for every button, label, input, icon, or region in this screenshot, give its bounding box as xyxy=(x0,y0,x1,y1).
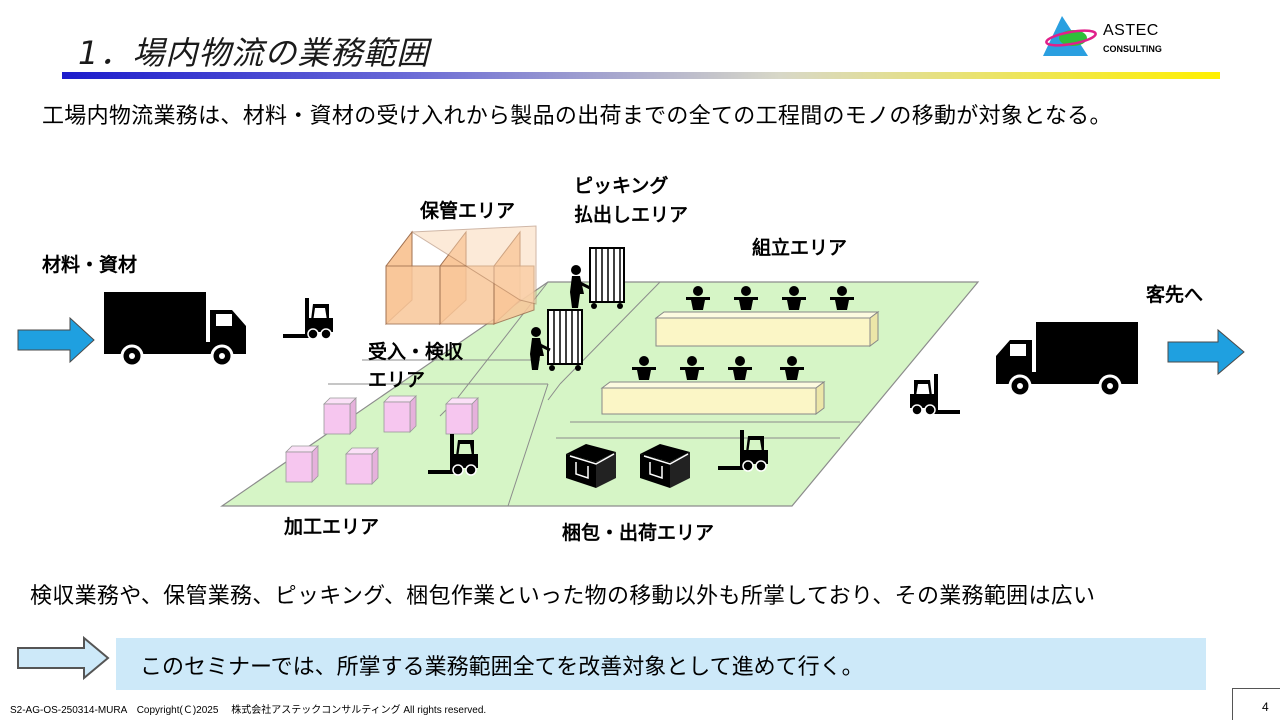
picking-area-label-line1: ピッキング xyxy=(574,175,669,197)
picking-cart-upper xyxy=(589,247,625,310)
page-number-box xyxy=(1232,688,1280,720)
summary-text: 検収業務や、保管業務、ピッキング、梱包作業といった物の移動以外も所掌しており、そ… xyxy=(30,584,1096,609)
packing-area-label: 梱包・出荷エリア xyxy=(562,522,715,544)
receiving-area-label-line2: エリア xyxy=(368,369,426,391)
outbound-truck-icon xyxy=(994,320,1140,398)
note-box xyxy=(116,638,1206,690)
note-arrow-icon xyxy=(17,635,110,681)
logo-subtitle: CONSULTING xyxy=(1103,44,1162,54)
picking-area-label-line2: 払出しエリア xyxy=(574,204,689,226)
company-logo xyxy=(1043,16,1097,56)
work-box xyxy=(345,447,379,485)
inbound-truck-icon xyxy=(102,290,248,368)
picking-cart-lower xyxy=(547,309,583,372)
work-box xyxy=(383,395,417,433)
storage-racks xyxy=(385,225,537,326)
logo-name: ASTEC xyxy=(1103,22,1159,39)
outbound-arrow-icon xyxy=(1167,328,1245,376)
work-box xyxy=(323,397,357,435)
receiving-area-label-line1: 受入・検収 xyxy=(368,341,464,363)
assembly-table-upper xyxy=(654,311,880,347)
work-box xyxy=(445,397,479,435)
materials-label: 材料・資材 xyxy=(42,254,138,276)
inbound-arrow-icon xyxy=(17,316,95,364)
footer-copyright: S2-AG-OS-250314-MURA Copyright(Ｃ)2025 株式… xyxy=(10,705,487,716)
assembly-table-lower xyxy=(600,381,826,415)
page-number: 4 xyxy=(1262,700,1269,714)
assembly-area-label: 組立エリア xyxy=(752,237,848,259)
note-text: このセミナーでは、所掌する業務範囲全てを改善対象として進めて行く。 xyxy=(140,655,864,680)
page-title: 1．場内物流の業務範囲 xyxy=(78,34,430,72)
forklift-icon xyxy=(909,373,961,416)
processing-area-label: 加工エリア xyxy=(284,516,380,538)
intro-text: 工場内物流業務は、材料・資材の受け入れから製品の出荷までの全ての工程間のモノの移… xyxy=(42,104,1112,129)
storage-area-label: 保管エリア xyxy=(420,200,516,222)
receiving-area-label: 受入・検収 エリア xyxy=(368,338,463,394)
work-box xyxy=(285,445,319,483)
picking-area-label: ピッキング 払出しエリア xyxy=(574,172,688,230)
title-underline xyxy=(62,72,1220,79)
to-customer-label: 客先へ xyxy=(1146,284,1204,306)
forklift-icon xyxy=(282,297,334,340)
